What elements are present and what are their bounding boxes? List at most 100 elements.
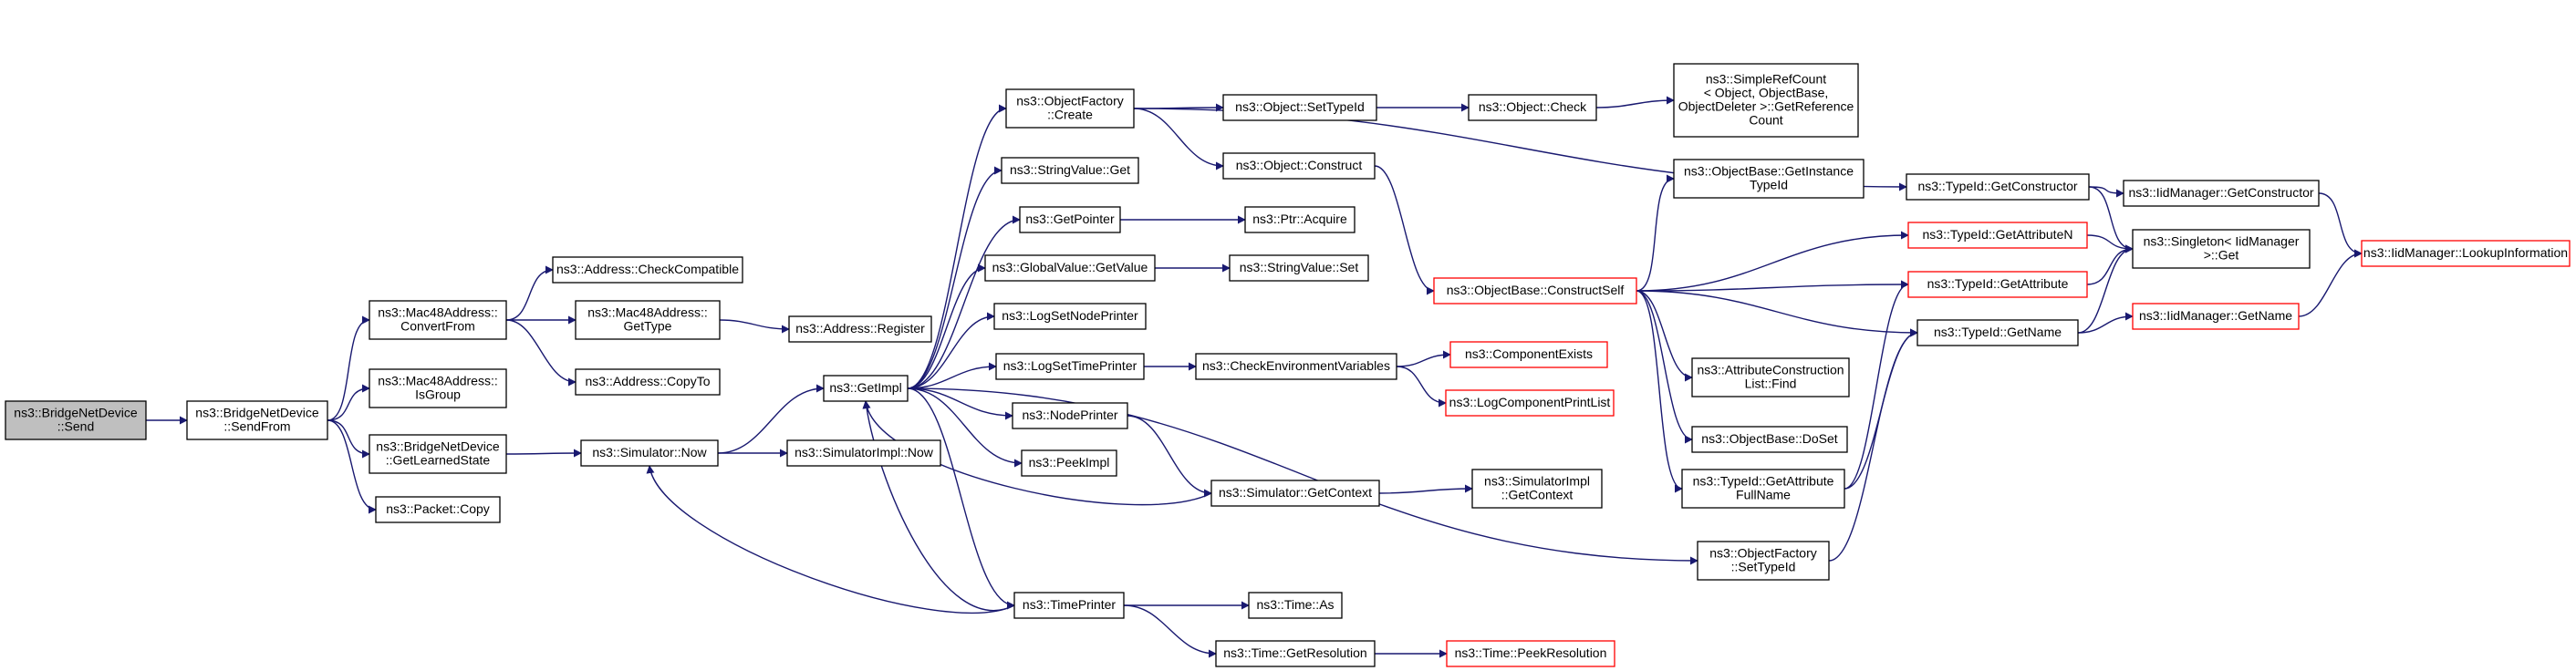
- graph-node-typeidgetattr[interactable]: ns3::TypeId::GetAttribute: [1907, 271, 2088, 298]
- node-box: [1210, 480, 1380, 507]
- node-box: [1021, 449, 1117, 477]
- node-label: ns3::TypeId::GetAttribute: [1693, 474, 1834, 489]
- graph-node-getimpl[interactable]: ns3::GetImpl: [823, 375, 909, 402]
- node-label: ns3::SimulatorImpl::Now: [795, 445, 934, 459]
- graph-node-timeprinter[interactable]: ns3::TimePrinter: [1013, 592, 1125, 619]
- graph-node-simplerefcount[interactable]: ns3::SimpleRefCount< Object, ObjectBase,…: [1673, 63, 1859, 138]
- graph-node-ptracquire[interactable]: ns3::Ptr::Acquire: [1244, 206, 1356, 233]
- graph-node-objcheck[interactable]: ns3::Object::Check: [1468, 94, 1597, 121]
- edge-sendfrom-to-packetcopy: [327, 419, 377, 514]
- edge-iidmgrgetname-to-iidmgrlookup: [2298, 249, 2363, 317]
- node-label: ns3::BridgeNetDevice: [14, 406, 138, 420]
- node-box: [1449, 341, 1608, 368]
- node-label: ns3::SimpleRefCount: [1706, 72, 1826, 87]
- graph-node-send[interactable]: ns3::BridgeNetDevice::Send: [5, 400, 147, 440]
- node-label: ns3::AttributeConstruction: [1697, 363, 1844, 377]
- node-label: ns3::Address::CheckCompatible: [556, 262, 739, 276]
- graph-node-timepeekres[interactable]: ns3::Time::PeekResolution: [1446, 640, 1615, 667]
- node-label: ns3::Simulator::GetContext: [1219, 485, 1372, 500]
- node-box: [186, 400, 328, 440]
- graph-node-nodeprinter[interactable]: ns3::NodePrinter: [1012, 402, 1128, 429]
- graph-node-simgetcontext[interactable]: ns3::Simulator::GetContext: [1210, 480, 1380, 507]
- node-box: [375, 496, 501, 523]
- node-label: ns3::Mac48Address::: [378, 305, 498, 320]
- graph-node-logsettimeprinter[interactable]: ns3::LogSetTimePrinter: [995, 353, 1145, 380]
- node-label: GetType: [624, 319, 672, 334]
- graph-node-simimplnow[interactable]: ns3::SimulatorImpl::Now: [786, 439, 941, 467]
- graph-node-simnow[interactable]: ns3::Simulator::Now: [580, 439, 719, 467]
- node-label: IsGroup: [415, 387, 461, 402]
- graph-node-timegetres[interactable]: ns3::Time::GetResolution: [1215, 640, 1376, 667]
- graph-node-iidmgrlookup[interactable]: ns3::IidManager::LookupInformation: [2361, 240, 2571, 267]
- graph-node-stringvalueget[interactable]: ns3::StringValue::Get: [1001, 157, 1139, 184]
- node-label: ns3::NodePrinter: [1022, 408, 1117, 422]
- graph-node-objfactsettypeid[interactable]: ns3::ObjectFactory::SetTypeId: [1697, 541, 1830, 581]
- graph-node-iidmgrgetconstructor[interactable]: ns3::IidManager::GetConstructor: [2123, 180, 2320, 207]
- node-box: [1691, 357, 1850, 397]
- graph-node-logcompprintlist[interactable]: ns3::LogComponentPrintList: [1445, 389, 1615, 417]
- graph-node-packetcopy[interactable]: ns3::Packet::Copy: [375, 496, 501, 523]
- node-box: [995, 353, 1145, 380]
- edge-constructself-to-objbasedoset: [1636, 290, 1693, 444]
- edge-getimpl-to-logsetnodeprinter: [907, 312, 995, 389]
- edge-iidmgrgetconstructor-to-iidmgrlookup: [2318, 192, 2363, 258]
- graph-node-typeidgetconstructor[interactable]: ns3::TypeId::GetConstructor: [1906, 173, 2090, 201]
- node-label: ns3::Address::Register: [795, 321, 925, 336]
- graph-node-typeidgetname[interactable]: ns3::TypeId::GetName: [1916, 319, 2079, 346]
- graph-node-objfactcreate[interactable]: ns3::ObjectFactory::Create: [1005, 88, 1135, 129]
- graph-node-objconstruct[interactable]: ns3::Object::Construct: [1222, 152, 1376, 180]
- node-label: ns3::LogComponentPrintList: [1449, 395, 1611, 409]
- graph-node-objbasedoset[interactable]: ns3::ObjectBase::DoSet: [1691, 426, 1848, 453]
- graph-node-peekimpl[interactable]: ns3::PeekImpl: [1021, 449, 1117, 477]
- node-box: [1446, 640, 1615, 667]
- graph-node-getlearnedstate[interactable]: ns3::BridgeNetDevice::GetLearnedState: [369, 434, 507, 474]
- node-label: ns3::IidManager::GetName: [2139, 308, 2292, 323]
- node-box: [1681, 469, 1845, 509]
- node-box: [1691, 426, 1848, 453]
- edge-timeprinter-to-getimpl: [862, 400, 1015, 612]
- node-box: [984, 254, 1156, 282]
- node-label: ns3::ObjectBase::GetInstance: [1684, 164, 1854, 179]
- graph-node-timeas[interactable]: ns3::Time::As: [1248, 592, 1343, 619]
- graph-node-addresscopyto[interactable]: ns3::Address::CopyTo: [575, 368, 721, 396]
- graph-node-sendfrom[interactable]: ns3::BridgeNetDevice::SendFrom: [186, 400, 328, 440]
- graph-node-objsettypeid[interactable]: ns3::Object::SetTypeId: [1222, 94, 1377, 121]
- node-box: [1916, 319, 2079, 346]
- node-label: ns3::ObjectBase::ConstructSelf: [1447, 283, 1625, 297]
- node-box: [1005, 88, 1135, 129]
- node-label: >::Get: [2204, 248, 2239, 263]
- graph-node-globalvalueget[interactable]: ns3::GlobalValue::GetValue: [984, 254, 1156, 282]
- edge-getimpl-to-nodeprinter: [907, 387, 1013, 420]
- edge-getimpl-to-timeprinter: [907, 387, 1015, 610]
- graph-node-simimplgetcontext[interactable]: ns3::SimulatorImpl::GetContext: [1471, 469, 1603, 509]
- node-label: ns3::Mac48Address::: [587, 305, 708, 320]
- node-label: ns3::LogSetNodePrinter: [1002, 308, 1138, 323]
- graph-node-iidmgrgetname[interactable]: ns3::IidManager::GetName: [2132, 303, 2300, 330]
- node-label: ns3::Singleton< IidManager: [2144, 234, 2300, 249]
- node-label: List::Find: [1745, 377, 1797, 391]
- graph-node-addressregister[interactable]: ns3::Address::Register: [788, 315, 932, 343]
- graph-node-checkenvvars[interactable]: ns3::CheckEnvironmentVariables: [1195, 353, 1397, 380]
- graph-node-componentexists[interactable]: ns3::ComponentExists: [1449, 341, 1608, 368]
- edge-getimpl-to-peekimpl: [907, 387, 1023, 468]
- node-label: FullName: [1736, 488, 1791, 502]
- edge-sendfrom-to-convertfrom: [327, 315, 370, 421]
- graph-node-gettype[interactable]: ns3::Mac48Address::GetType: [575, 300, 721, 340]
- graph-node-singletonget[interactable]: ns3::Singleton< IidManager>::Get: [2132, 229, 2311, 269]
- graph-node-convertfrom[interactable]: ns3::Mac48Address::ConvertFrom: [369, 300, 507, 340]
- graph-node-constructself[interactable]: ns3::ObjectBase::ConstructSelf: [1433, 277, 1637, 305]
- edge-getimpl-to-stringvalueget: [907, 166, 1002, 389]
- node-box: [1468, 94, 1597, 121]
- graph-node-checkcompatible[interactable]: ns3::Address::CheckCompatible: [552, 256, 743, 284]
- graph-node-stringvalueset[interactable]: ns3::StringValue::Set: [1229, 254, 1369, 282]
- node-label: ns3::TypeId::GetAttributeN: [1923, 227, 2073, 242]
- graph-node-typeidgetattrn[interactable]: ns3::TypeId::GetAttributeN: [1907, 222, 2088, 249]
- graph-node-logsetnodeprinter[interactable]: ns3::LogSetNodePrinter: [993, 303, 1147, 330]
- graph-node-isgroup[interactable]: ns3::Mac48Address::IsGroup: [369, 368, 507, 408]
- graph-node-getpointer[interactable]: ns3::GetPointer: [1019, 206, 1121, 233]
- node-box: [1471, 469, 1603, 509]
- node-box: [1906, 173, 2090, 201]
